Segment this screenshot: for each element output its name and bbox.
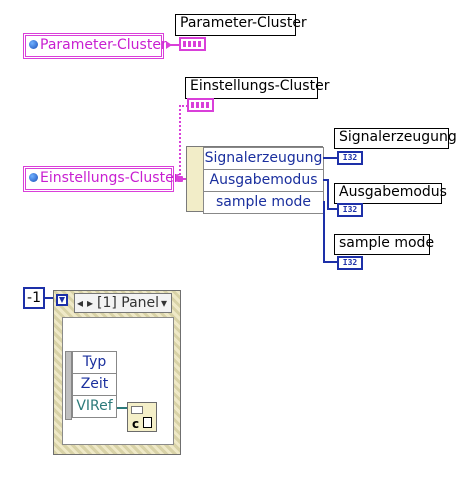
unbundle-item-label: Signalerzeugung — [204, 150, 323, 166]
numeric-constant-value: -1 — [27, 290, 41, 306]
property-item-label: VIRef — [76, 398, 113, 414]
ausgabemodus-wire-h1[interactable] — [323, 179, 329, 181]
signalerzeugung-wire[interactable] — [323, 157, 337, 159]
property-item-label: Zeit — [80, 376, 109, 392]
i32-type-text: I32 — [342, 205, 358, 214]
ausgabemodus-wire-h2[interactable] — [327, 208, 337, 210]
unbundle-item-ausgabemodus[interactable]: Ausgabemodus — [203, 169, 324, 192]
viref-wire[interactable] — [117, 407, 127, 409]
selector-frame-label: [1] Panel — [97, 295, 160, 311]
sequence-frame-diagram[interactable]: Typ Zeit VIRef c — [62, 317, 174, 445]
signalerzeugung-label-text: Signalerzeugung — [339, 129, 457, 145]
constant-wire[interactable] — [45, 297, 56, 299]
cluster-pattern-icon — [183, 41, 202, 47]
sample-mode-indicator[interactable]: I32 — [337, 256, 363, 270]
i32-type-text: I32 — [342, 153, 358, 162]
property-item-zeit[interactable]: Zeit — [72, 373, 117, 396]
document-icon — [143, 417, 152, 428]
einstellungs-cluster-terminal[interactable] — [187, 98, 214, 112]
reference-icon — [131, 406, 143, 414]
unbundle-item-label: Ausgabemodus — [209, 172, 318, 188]
einstellungs-cluster-terminal-wire[interactable] — [179, 105, 188, 179]
cluster-pattern-icon — [191, 102, 210, 108]
einstellungs-cluster-local-variable-text: Einstellungs-Cluster — [40, 170, 180, 186]
parameter-cluster-wire[interactable] — [166, 44, 180, 46]
close-reference-function[interactable]: c — [127, 402, 157, 432]
unbundle-by-name-node[interactable]: Signalerzeugung Ausgabemodus sample mode — [186, 146, 324, 214]
parameter-cluster-label: Parameter-Cluster — [175, 14, 307, 36]
stacked-sequence-structure[interactable]: ◂ ▸ [1] Panel ▾ Typ Zeit VIRef c — [53, 290, 181, 455]
globe-icon — [29, 40, 38, 49]
parameter-cluster-local-variable-text: Parameter-Cluster — [40, 37, 167, 53]
sample-mode-label-text: sample mode — [339, 235, 435, 251]
sample-mode-label: sample mode — [334, 234, 434, 255]
unbundle-item-signalerzeugung[interactable]: Signalerzeugung — [203, 147, 324, 170]
unbundle-item-sample-mode[interactable]: sample mode — [203, 191, 324, 214]
signalerzeugung-label: Signalerzeugung — [334, 128, 457, 149]
einstellungs-cluster-label: Einstellungs-Cluster — [185, 77, 329, 99]
parameter-cluster-label-text: Parameter-Cluster — [180, 15, 307, 31]
parameter-cluster-terminal[interactable] — [179, 37, 206, 51]
property-item-label: Typ — [82, 354, 107, 370]
sequence-frame-selector[interactable]: ◂ ▸ [1] Panel ▾ — [74, 293, 172, 313]
numeric-constant[interactable]: -1 — [23, 287, 45, 309]
parameter-cluster-local-variable[interactable]: Parameter-Cluster — [23, 33, 172, 59]
globe-icon — [29, 173, 38, 182]
wire-junction — [177, 176, 183, 182]
ausgabemodus-label: Ausgabemodus — [334, 183, 447, 204]
signalerzeugung-indicator[interactable]: I32 — [337, 151, 363, 165]
unbundle-item-label: sample mode — [215, 194, 312, 210]
property-item-viref[interactable]: VIRef — [72, 395, 117, 418]
einstellungs-cluster-local-variable[interactable]: Einstellungs-Cluster — [23, 166, 182, 192]
einstellungs-cluster-label-text: Einstellungs-Cluster — [190, 78, 330, 94]
sample-mode-wire-v[interactable] — [323, 201, 325, 262]
sequence-terminal[interactable] — [56, 294, 68, 306]
ausgabemodus-wire-v[interactable] — [327, 179, 329, 210]
hourglass-icon — [59, 297, 65, 303]
property-node-handle[interactable] — [65, 351, 72, 420]
sample-mode-wire-h2[interactable] — [323, 261, 337, 263]
ausgabemodus-label-text: Ausgabemodus — [339, 184, 447, 200]
i32-type-text: I32 — [342, 258, 358, 267]
property-node[interactable]: Typ Zeit VIRef — [65, 351, 117, 420]
ausgabemodus-indicator[interactable]: I32 — [337, 203, 363, 217]
property-item-typ[interactable]: Typ — [72, 351, 117, 374]
selector-right-arrow-icon[interactable]: ▸ — [87, 296, 94, 310]
chevron-down-icon[interactable]: ▾ — [161, 296, 168, 310]
selector-left-arrow-icon[interactable]: ◂ — [77, 296, 84, 310]
close-reference-text: c — [132, 417, 140, 431]
